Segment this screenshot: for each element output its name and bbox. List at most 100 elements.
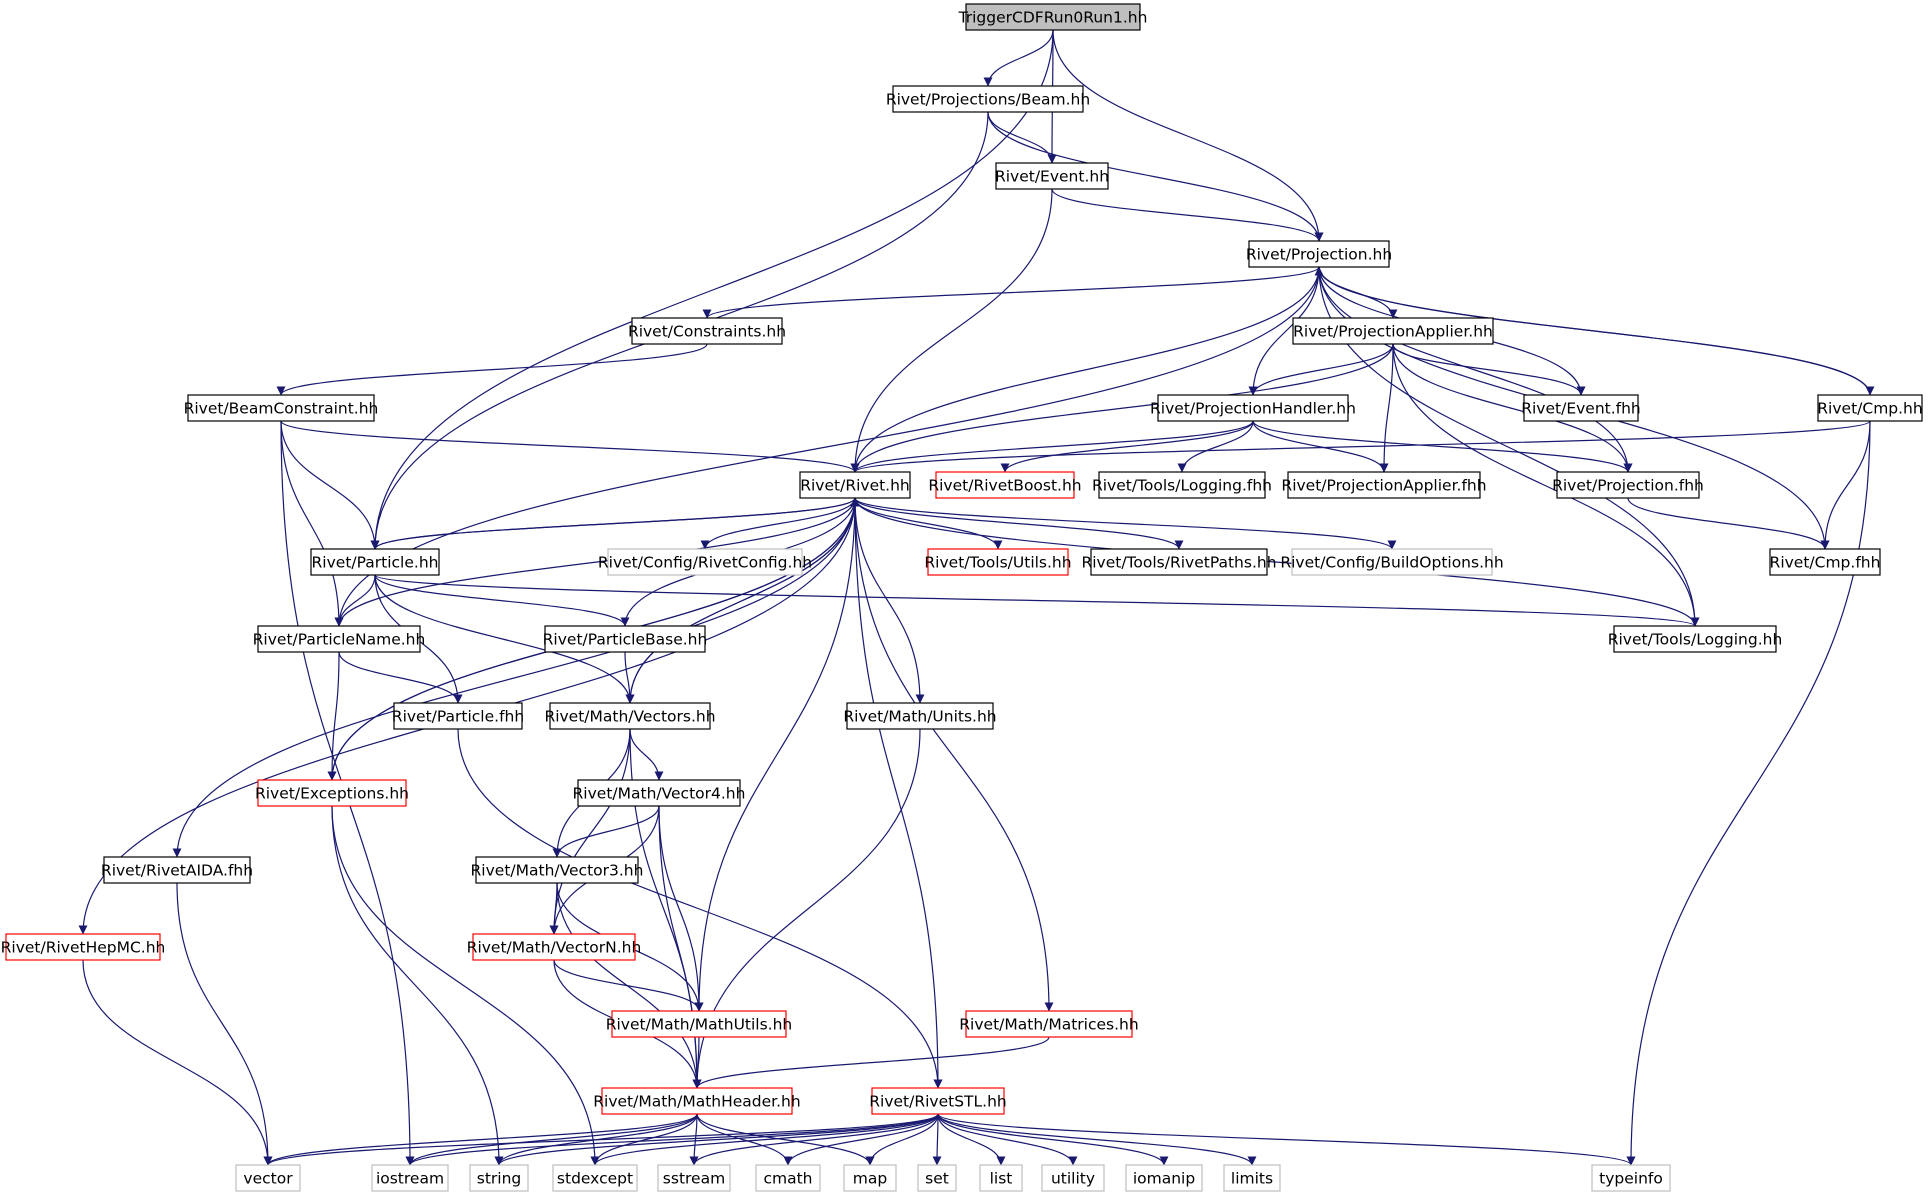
node-box (843, 1164, 897, 1192)
node-cmphh: Rivet/Cmp.hh (1817, 394, 1923, 422)
edge-arrow (82, 959, 273, 1166)
node-label: list (990, 1170, 1013, 1188)
node-label: typeinfo (1599, 1170, 1663, 1188)
node-label: Rivet/ParticleName.hh (253, 631, 426, 649)
edge-arrow (854, 497, 925, 704)
node-box (607, 548, 803, 576)
node-label: Rivet/Cmp.hh (1817, 400, 1922, 418)
node-projhandler: Rivet/ProjectionHandler.hh (1150, 394, 1356, 422)
node-box (965, 3, 1141, 31)
edge-arrow (405, 1113, 939, 1166)
node-beam: Rivet/Projections/Beam.hh (886, 85, 1090, 113)
node-particlename: Rivet/ParticleName.hh (253, 625, 426, 653)
node-box (1291, 548, 1493, 576)
edge-particlefhh-to-rivetstl (457, 728, 943, 1089)
edge-arrow (549, 728, 631, 935)
edge-arrow (850, 497, 1696, 627)
node-label: limits (1231, 1170, 1273, 1188)
node-box (1817, 394, 1923, 422)
node-limits: limits (1223, 1164, 1281, 1192)
node-label: Rivet/Event.fhh (1521, 400, 1641, 418)
node-label: Rivet/Math/Matrices.hh (959, 1016, 1138, 1034)
node-label: iomanip (1133, 1170, 1195, 1188)
edge-cmphh-to-rivethh (850, 420, 1871, 473)
node-box (1591, 1164, 1671, 1192)
edge-projapplier-to-projhandler (1248, 343, 1394, 396)
edge-particlename-to-particlefhh (338, 651, 463, 704)
edge-arrow (937, 1113, 1006, 1166)
edge-arrow (263, 1113, 939, 1166)
edge-arrow (334, 574, 376, 627)
node-projapplierfhh: Rivet/ProjectionApplier.fhh (1281, 471, 1487, 499)
node-exceptions: Rivet/Exceptions.hh (255, 779, 409, 807)
edge-vectors-to-rivethh (629, 497, 860, 704)
node-label: Rivet/Math/Vector3.hh (471, 862, 644, 880)
node-label: Rivet/Tools/Utils.hh (924, 554, 1071, 572)
node-box (475, 856, 639, 884)
node-box (393, 702, 523, 730)
edge-arrow (1820, 420, 1871, 550)
node-box (1287, 471, 1481, 499)
node-box (871, 1087, 1005, 1115)
edge-beam-to-projection (987, 111, 1324, 242)
node-box (469, 1164, 529, 1192)
node-box (631, 317, 783, 345)
edge-arrow (553, 959, 704, 1012)
node-label: Rivet/Constraints.hh (628, 323, 786, 341)
node-label: Rivet/Exceptions.hh (255, 785, 409, 803)
edge-beamconstraint-to-particlehh (280, 420, 380, 550)
edge-arrow (937, 1113, 1636, 1166)
edge-rivetstl-to-stdexcept (590, 1113, 939, 1166)
edge-arrow (850, 420, 1871, 473)
node-box (103, 856, 251, 884)
node-label: Rivet/Math/MathHeader.hh (593, 1093, 800, 1111)
node-box (257, 779, 407, 807)
node-box (1223, 1164, 1281, 1192)
edge-particlehh-to-vectors (374, 574, 635, 704)
node-box (371, 1164, 449, 1192)
node-box (611, 1010, 787, 1038)
node-box (187, 394, 375, 422)
node-box (1125, 1164, 1203, 1192)
edge-projection-to-projfhh (1318, 266, 1633, 473)
edge-projhandler-to-projapplierfhh (1252, 420, 1389, 473)
edge-arrow (658, 805, 704, 1012)
edge-arrow (176, 882, 273, 1166)
node-label: cmath (763, 1170, 812, 1188)
edge-cmphh-to-cmpfhh (1820, 420, 1871, 550)
edge-arrow (1314, 266, 1871, 396)
node-label: Rivet/Projection.hh (1246, 246, 1392, 264)
edge-event-to-rivethh (850, 188, 1053, 473)
edge-arrow (696, 1113, 875, 1166)
edge-arrow (629, 497, 860, 704)
edge-arrow (1177, 420, 1254, 473)
node-label: TriggerCDFRun0Run1.hh (958, 9, 1148, 27)
node-map: map (843, 1164, 897, 1192)
edge-projhandler-to-toolslogfhh (1177, 420, 1254, 473)
edge-rivetstl-to-set (932, 1113, 942, 1166)
edge-arrow (700, 497, 856, 550)
edge-arrow (405, 1113, 698, 1166)
edge-arrow (702, 266, 1320, 319)
edge-arrow (850, 420, 1254, 473)
node-label: Rivet/Math/MathUtils.hh (606, 1016, 793, 1034)
edge-root-to-projection (1052, 29, 1324, 242)
edge-rivethepmc-to-vector (82, 959, 273, 1166)
edge-beam-to-event (987, 111, 1057, 164)
edge-vector3-to-vectorn (549, 882, 559, 935)
edge-rivetstl-to-string (494, 1113, 939, 1166)
edge-arrow (374, 497, 860, 550)
edge-rivetstl-to-limits (937, 1113, 1257, 1166)
edge-arrow (1252, 420, 1633, 473)
node-label: Rivet/ProjectionApplier.hh (1293, 323, 1493, 341)
node-iomanip: iomanip (1125, 1164, 1203, 1192)
edge-arrow (987, 111, 1057, 164)
edge-arrow (692, 1036, 1050, 1089)
edge-vectors-to-vector4 (629, 728, 664, 781)
edge-arrow (937, 1113, 1257, 1166)
edge-arrow (1051, 188, 1324, 242)
edge-arrow (374, 574, 1700, 627)
edge-arrow (932, 1113, 942, 1166)
node-cmpfhh: Rivet/Cmp.fhh (1769, 548, 1881, 576)
